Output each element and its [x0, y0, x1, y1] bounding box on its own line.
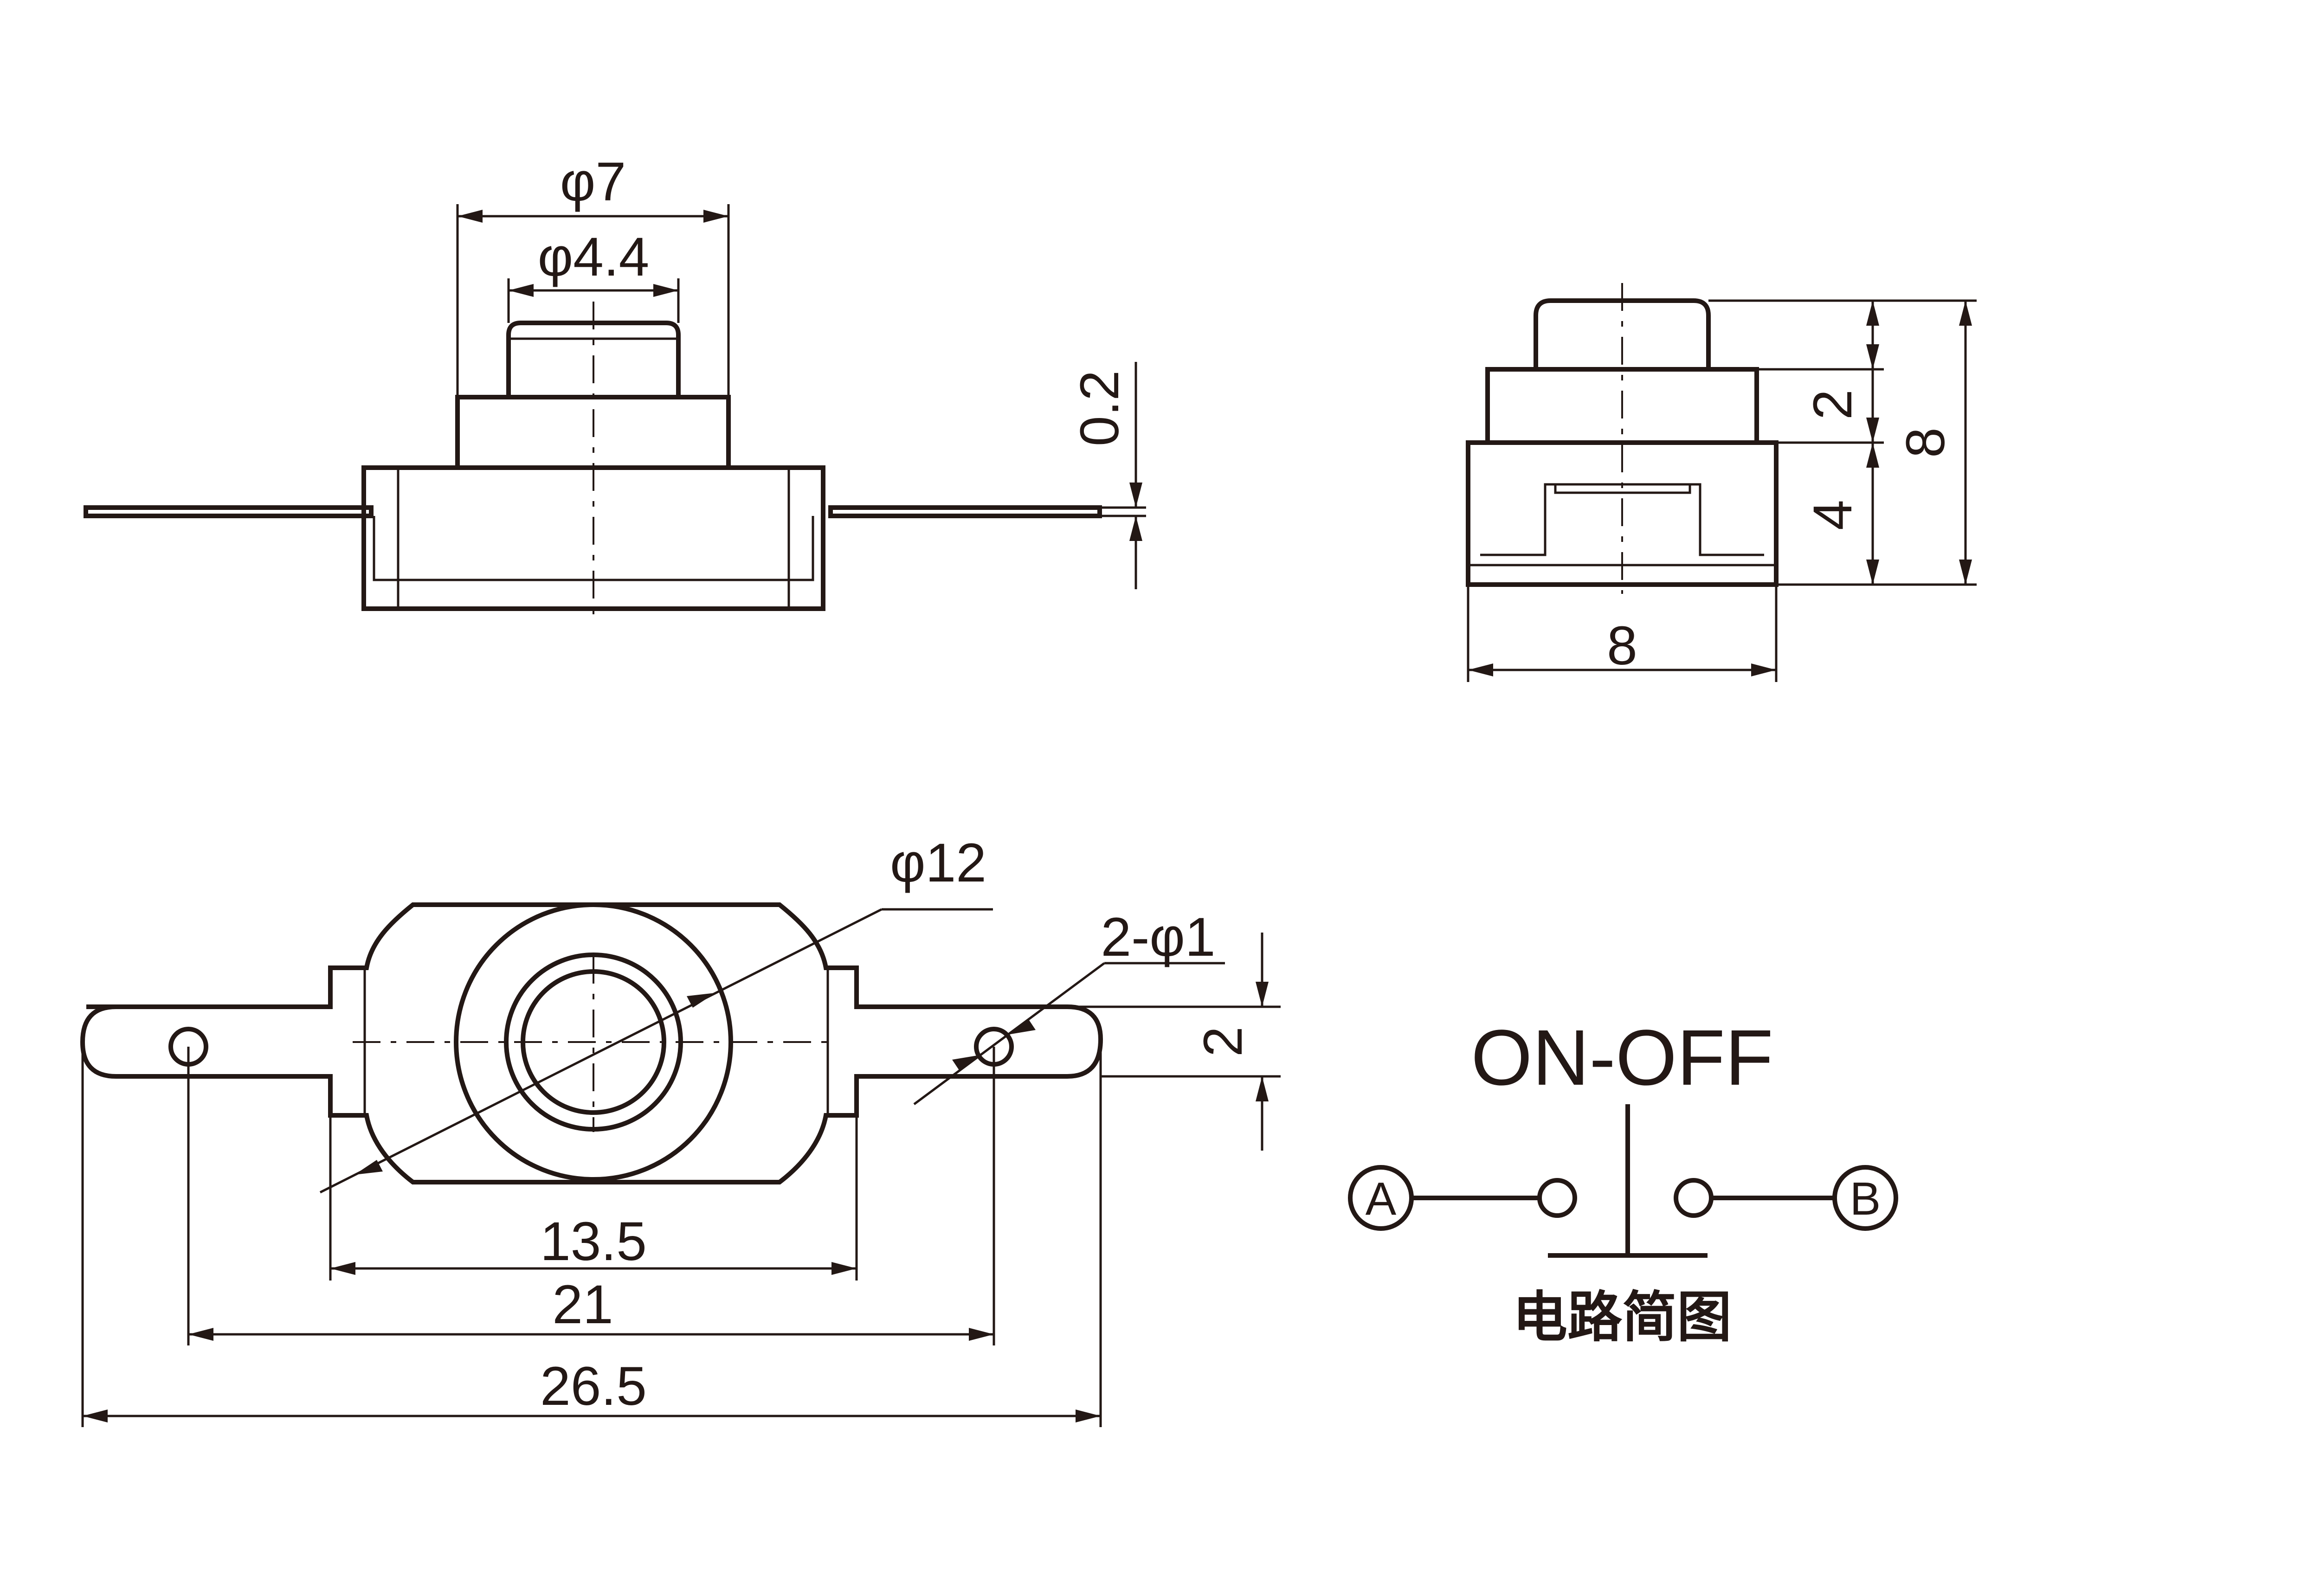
dim-plunger-diameter-label: φ4.4 — [538, 226, 650, 288]
dim-overall-length-label: 26.5 — [540, 1356, 647, 1417]
dim-body-length-label: 13.5 — [540, 1211, 647, 1272]
dim-button-diameter-label: φ7 — [560, 151, 626, 212]
contact-b — [1674, 1178, 1714, 1218]
dim-flange-diameter-label: φ12 — [890, 832, 986, 894]
dim-side-base-height-label: 4 — [1802, 500, 1863, 530]
circuit-schematic: ON-OFF A B 电路简图 — [1348, 1014, 1898, 1349]
dim-overall-length: 26.5 — [83, 1356, 1101, 1422]
dim-hole-spec-label: 2-φ1 — [1101, 907, 1215, 968]
dim-plunger-diameter: φ4.4 — [507, 226, 680, 323]
circuit-caption: 电路简图 — [1513, 1285, 1732, 1349]
terminal-a-label: A — [1366, 1173, 1397, 1225]
dim-lead-thickness: 0.2 — [1069, 362, 1146, 589]
dim-side-plunger-height: 2 — [1802, 301, 1879, 443]
dim-side-base-height: 4 — [1802, 443, 1879, 585]
dim-side-width-label: 8 — [1607, 615, 1637, 676]
dim-tab-width-label: 2 — [1192, 1026, 1254, 1057]
front-view-right-lead — [828, 505, 1102, 518]
dim-side-plunger-height-label: 2 — [1802, 389, 1863, 420]
dim-side-total-height-label: 8 — [1895, 427, 1956, 458]
contact-a — [1537, 1178, 1577, 1218]
front-view-left-lead — [84, 505, 374, 518]
dim-flange-diameter: φ12 — [319, 832, 993, 1194]
dim-body-length: 13.5 — [330, 1211, 857, 1275]
dim-side-total-height: 8 — [1895, 301, 1972, 585]
side-view-base — [1466, 440, 1779, 587]
dim-hole-spec: 2-φ1 — [913, 907, 1225, 1106]
dim-lead-thickness-label: 0.2 — [1069, 370, 1130, 446]
front-view: φ7 φ4.4 0.2 — [84, 151, 1146, 622]
dim-side-width: 8 — [1467, 585, 1778, 682]
dim-tab-width: 2 — [1067, 933, 1281, 1151]
side-view: 2 4 8 8 — [1466, 283, 1977, 682]
dim-hole-spacing: 21 — [188, 1274, 994, 1341]
terminal-b-label: B — [1850, 1173, 1881, 1225]
top-view: φ12 2-φ1 2 — [80, 832, 1281, 1427]
dim-button-diameter: φ7 — [456, 151, 730, 397]
dim-hole-spacing-label: 21 — [552, 1274, 613, 1335]
top-view-outline — [80, 902, 1103, 1184]
circuit-title: ON-OFF — [1471, 1014, 1773, 1102]
terminal-b-circle — [1832, 1165, 1898, 1231]
